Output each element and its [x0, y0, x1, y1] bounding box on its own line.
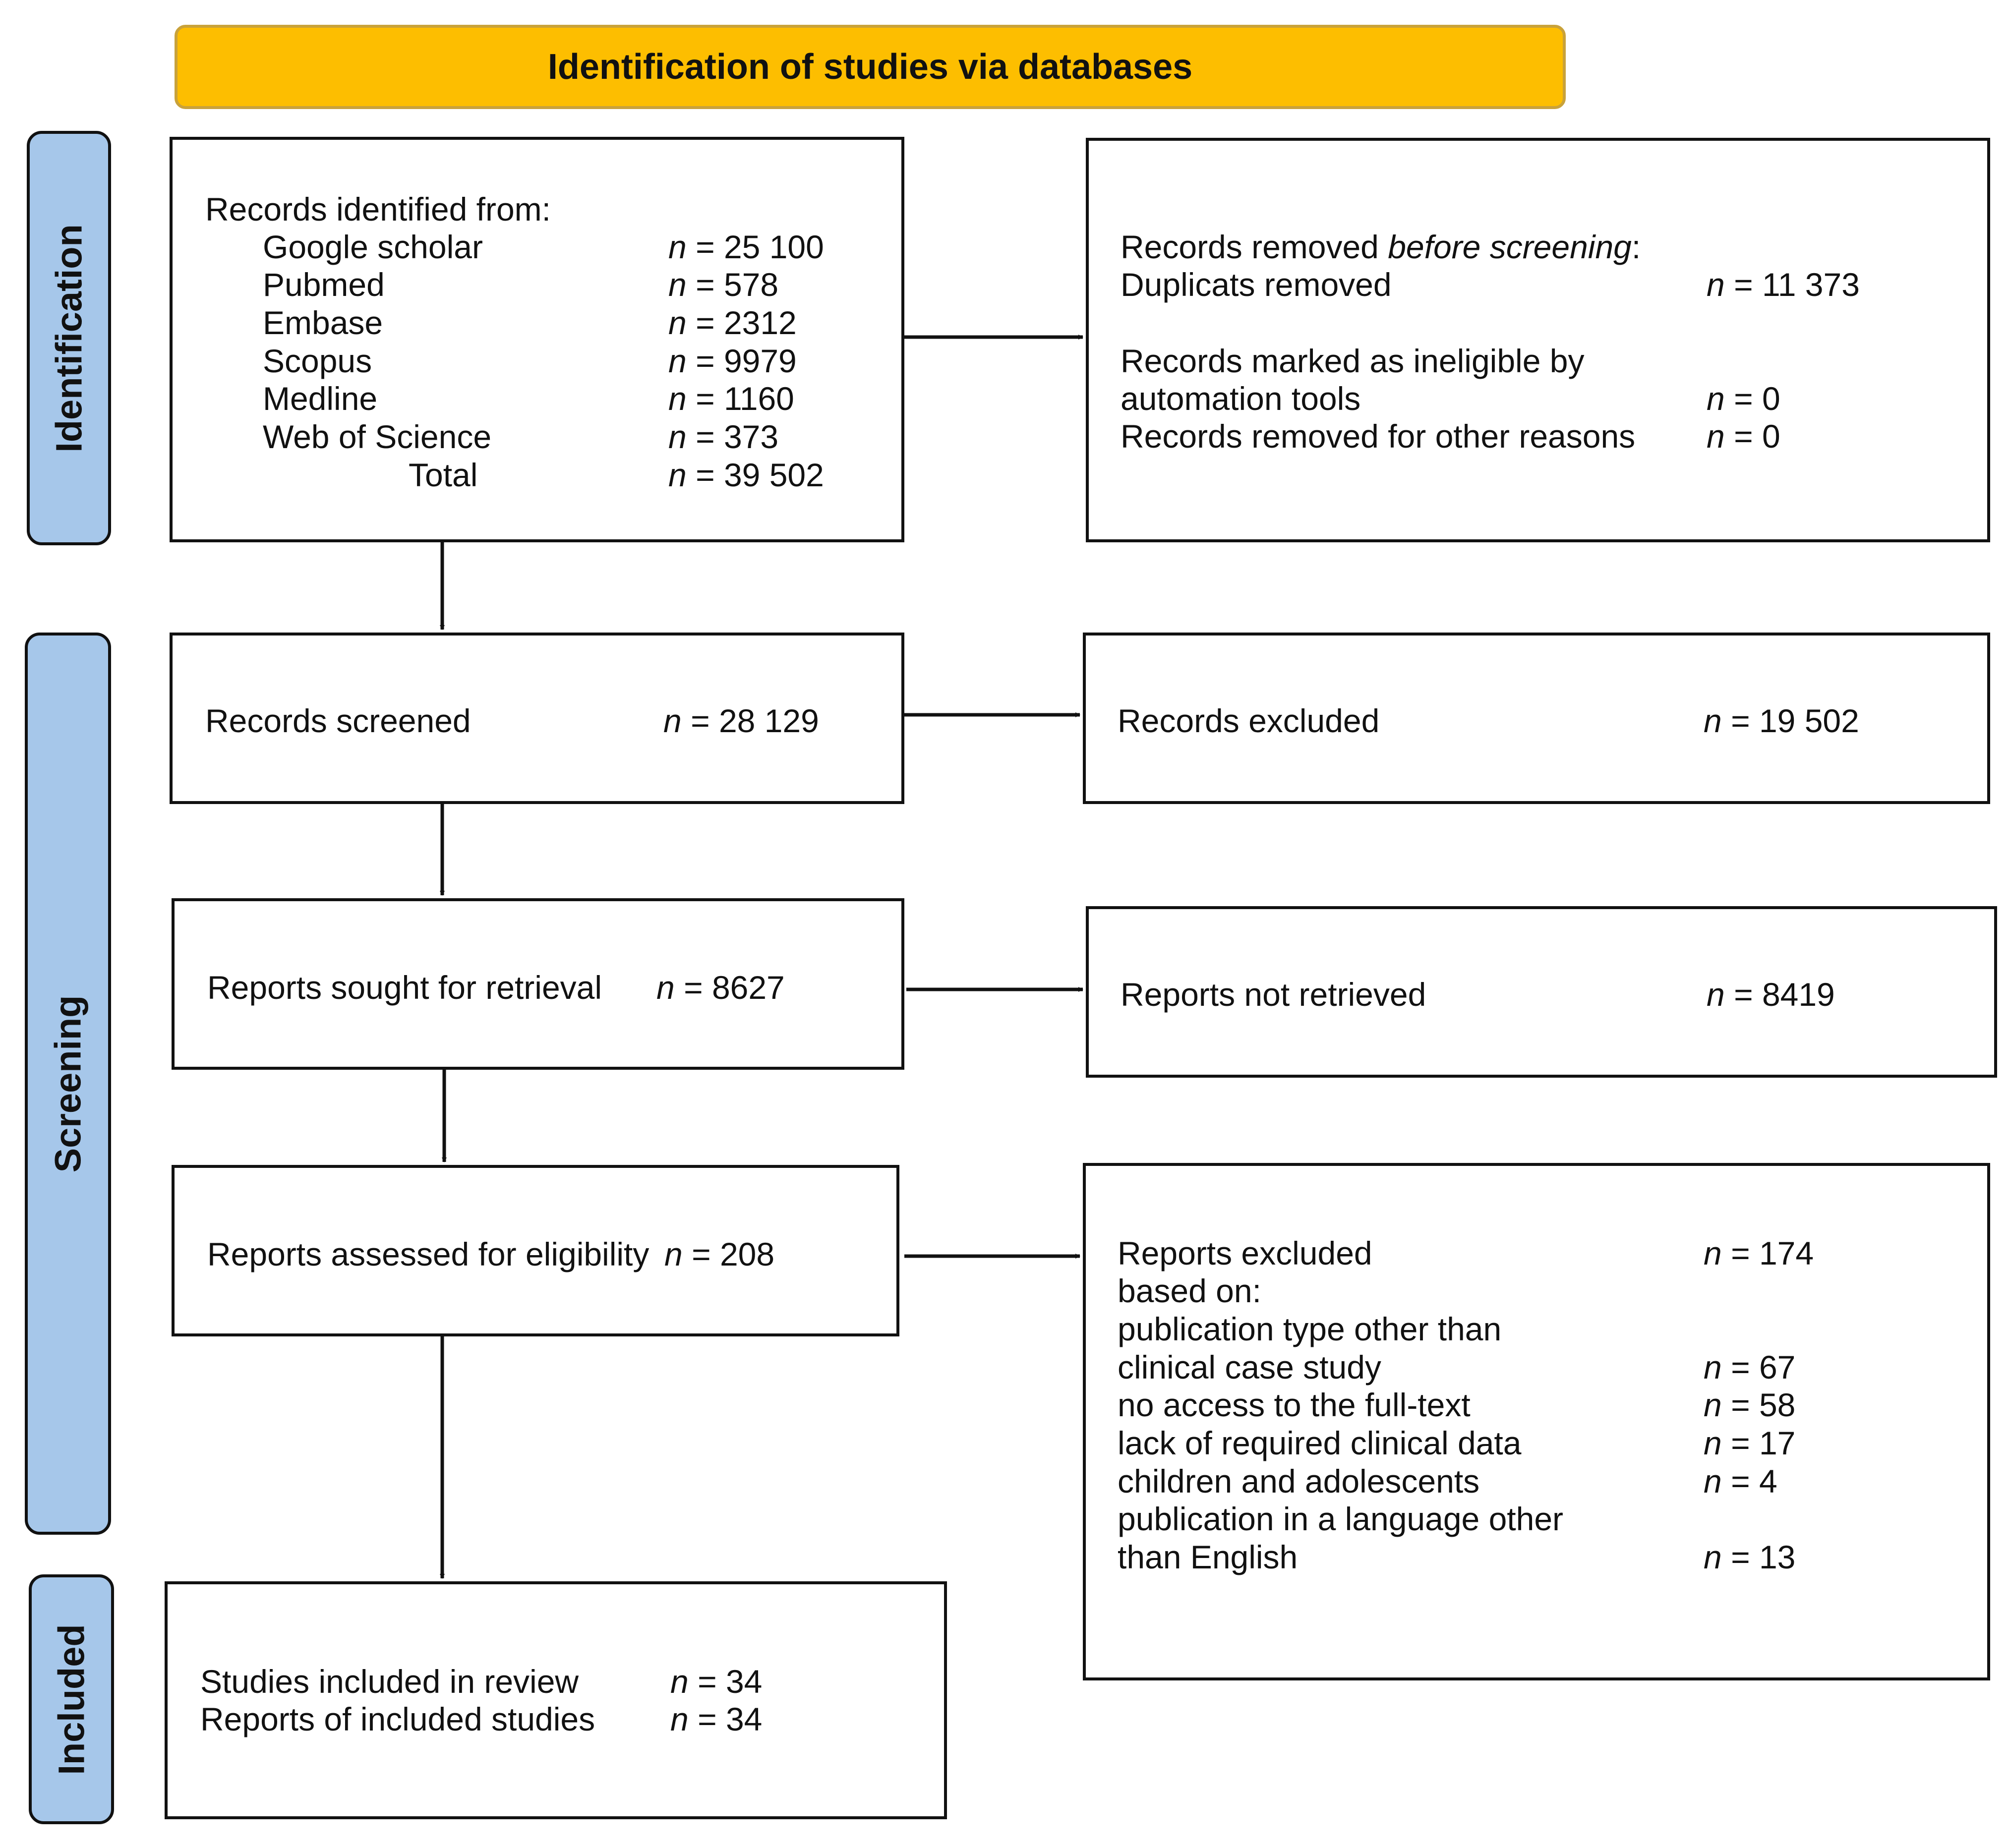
source-label: Google scholar — [263, 229, 483, 265]
reports-assessed-label: Reports assessed for eligibility — [207, 1236, 650, 1272]
based-on-label: based on: — [1118, 1272, 1261, 1309]
header-title: Identification of studies via databases — [547, 47, 1193, 87]
duplicates-label: Duplicats removed — [1121, 266, 1392, 303]
reports-excluded-box: Reports excluded n = 174 based on: publi… — [1083, 1163, 1990, 1680]
records-identified-box: Records identified from: Google scholar … — [170, 137, 904, 542]
duplicates-value: n = 11 373 — [1707, 266, 1860, 303]
records-identified-heading: Records identified from: — [205, 191, 551, 228]
records-excluded-box: Records excluded n = 19 502 — [1083, 633, 1990, 804]
records-excluded-label: Records excluded — [1118, 702, 1380, 739]
reports-included-label: Reports of included studies — [200, 1701, 595, 1737]
language-label-line2: than English — [1118, 1539, 1298, 1575]
phase-identification: Identification — [27, 131, 111, 545]
reports-sought-label: Reports sought for retrieval — [207, 969, 602, 1006]
total-label: Total — [409, 457, 478, 493]
header-banner: Identification of studies via databases — [175, 25, 1566, 109]
ineligible-value: n = 0 — [1707, 380, 1780, 417]
reports-included-value: n = 34 — [670, 1701, 763, 1737]
reports-sought-box: Reports sought for retrieval n = 8627 — [172, 898, 904, 1070]
records-excluded-value: n = 19 502 — [1704, 702, 1859, 739]
reports-not-retrieved-box: Reports not retrieved n = 8419 — [1086, 906, 1997, 1078]
pub-type-label-line2: clinical case study — [1118, 1349, 1381, 1386]
source-value: n = 373 — [668, 418, 779, 455]
source-label: Pubmed — [263, 266, 385, 303]
pub-type-value: n = 67 — [1704, 1349, 1796, 1386]
records-removed-heading: Records removed before screening: — [1121, 229, 1641, 265]
records-screened-box: Records screened n = 28 129 — [170, 633, 904, 804]
lack-data-label: lack of required clinical data — [1118, 1425, 1522, 1461]
children-label: children and adolescents — [1118, 1463, 1480, 1500]
reports-excluded-label: Reports excluded — [1118, 1235, 1372, 1271]
studies-included-value: n = 34 — [670, 1663, 763, 1700]
ineligible-label-line1: Records marked as ineligible by — [1121, 343, 1585, 379]
no-access-label: no access to the full-text — [1118, 1386, 1471, 1423]
reports-not-retrieved-value: n = 8419 — [1707, 976, 1835, 1013]
pub-type-label-line1: publication type other than — [1118, 1311, 1502, 1347]
lack-data-value: n = 17 — [1704, 1425, 1796, 1461]
records-removed-box: Records removed before screening: Duplic… — [1086, 138, 1990, 542]
records-screened-label: Records screened — [205, 702, 471, 739]
source-label: Embase — [263, 304, 383, 341]
reports-not-retrieved-label: Reports not retrieved — [1121, 976, 1426, 1013]
source-value: n = 9979 — [668, 343, 797, 379]
included-box: Studies included in review n = 34 Report… — [165, 1581, 947, 1819]
language-label-line1: publication in a language other — [1118, 1501, 1564, 1537]
phase-included: Included — [29, 1574, 114, 1824]
source-value: n = 25 100 — [668, 229, 824, 265]
source-value: n = 578 — [668, 266, 779, 303]
source-label: Scopus — [263, 343, 372, 379]
no-access-value: n = 58 — [1704, 1386, 1796, 1423]
source-label: Medline — [263, 380, 378, 417]
language-value: n = 13 — [1704, 1539, 1796, 1575]
reports-assessed-box: Reports assessed for eligibility n = 208 — [172, 1165, 899, 1336]
reports-assessed-value: n = 208 — [664, 1236, 775, 1272]
source-label: Web of Science — [263, 418, 492, 455]
reports-sought-value: n = 8627 — [656, 969, 785, 1006]
studies-included-label: Studies included in review — [200, 1663, 579, 1700]
reports-excluded-value: n = 174 — [1704, 1235, 1814, 1271]
ineligible-label-line2: automation tools — [1121, 380, 1361, 417]
total-value: n = 39 502 — [668, 457, 824, 493]
source-value: n = 2312 — [668, 304, 797, 341]
phase-screening: Screening — [25, 633, 111, 1535]
other-reasons-value: n = 0 — [1707, 418, 1780, 455]
other-reasons-label: Records removed for other reasons — [1121, 418, 1636, 455]
records-screened-value: n = 28 129 — [663, 702, 819, 739]
children-value: n = 4 — [1704, 1463, 1777, 1500]
source-value: n = 1160 — [668, 380, 794, 417]
